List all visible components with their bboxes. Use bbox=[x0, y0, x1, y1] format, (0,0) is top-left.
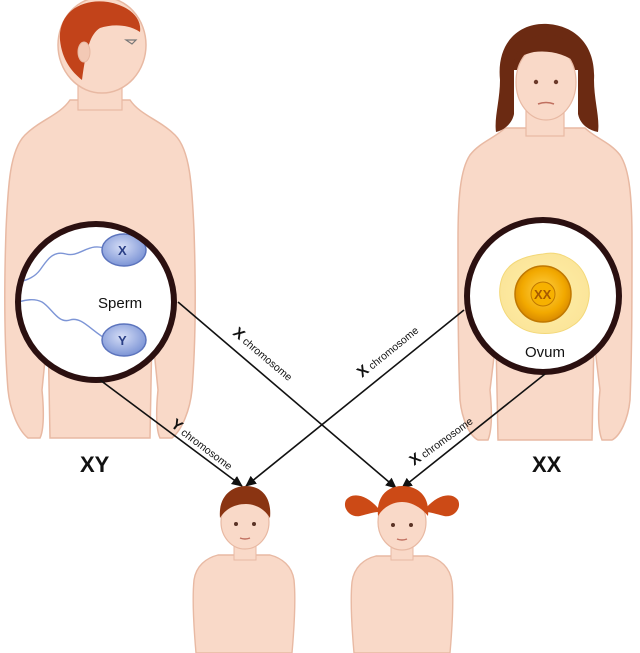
girl-pigtail-right bbox=[426, 495, 460, 517]
arrow-mother-to-girl-word: chromosome bbox=[419, 415, 475, 460]
sperm-cell-y: Y bbox=[101, 323, 147, 357]
mother-genotype: XX bbox=[532, 452, 562, 477]
sperm-bottom-chromosome: Y bbox=[118, 333, 127, 348]
sperm-inset-ring bbox=[15, 221, 177, 383]
girl-pigtail-left bbox=[344, 495, 378, 517]
ovum-label: Ovum bbox=[525, 344, 565, 361]
father-hair bbox=[59, 1, 141, 80]
arrow-mother-to-boy: X chromosome bbox=[245, 309, 465, 487]
sperm-cell-x: X bbox=[101, 233, 147, 267]
girl-body bbox=[350, 555, 454, 653]
arrow-father-to-boy-word: chromosome bbox=[179, 427, 235, 473]
arrow-mother-to-boy-word: chromosome bbox=[366, 325, 421, 373]
father-eye bbox=[124, 39, 138, 45]
boy-hair bbox=[219, 486, 271, 518]
father-genotype: XY bbox=[80, 452, 110, 477]
ovum-inset: XX Ovum bbox=[464, 217, 622, 375]
sperm-top-chromosome: X bbox=[118, 243, 127, 258]
sperm-inset: X Y Sperm bbox=[15, 221, 177, 383]
boy-figure bbox=[192, 486, 296, 653]
boy-body bbox=[192, 554, 296, 653]
ovum-inset-ring bbox=[464, 217, 622, 375]
girl-figure bbox=[344, 486, 460, 653]
ovum-chromosomes: XX bbox=[534, 287, 552, 302]
girl-hair bbox=[377, 486, 429, 516]
sperm-label: Sperm bbox=[98, 295, 142, 312]
arrow-father-to-girl-word: chromosome bbox=[240, 335, 294, 383]
